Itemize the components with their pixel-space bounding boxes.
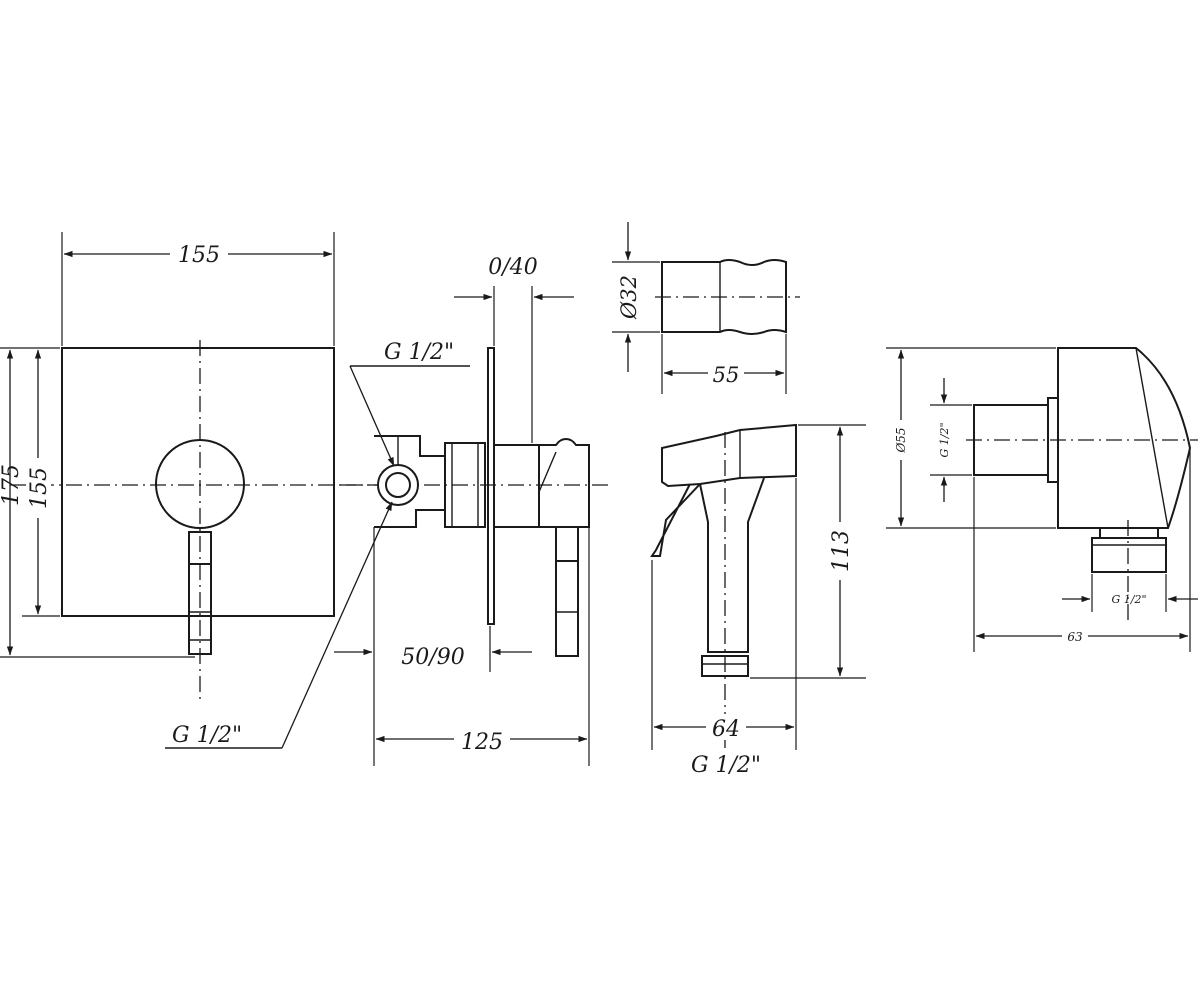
spray-width-dim: 64 <box>712 717 740 742</box>
holder-length-dim-bg <box>708 360 744 386</box>
front-view: 155 175 155 <box>0 232 395 700</box>
side-lever-collar <box>555 526 579 562</box>
length-dim: 125 <box>461 730 503 755</box>
inlet-leader <box>281 501 393 749</box>
lever-handle <box>188 563 212 655</box>
elbow-top-thread-label: G 1/2" <box>938 422 951 457</box>
holder-body <box>661 259 787 335</box>
elbow-face <box>1135 347 1169 529</box>
valve-spindle <box>444 442 486 528</box>
holder-view: Ø32 55 <box>612 222 800 394</box>
elbow-body <box>1057 347 1192 529</box>
front-inner-height-dim: 155 <box>27 467 52 509</box>
depth-range-dim: 50/90 <box>401 645 464 670</box>
handle-head <box>538 437 590 528</box>
handle-head-cut <box>538 451 557 493</box>
front-width-dim: 155 <box>178 243 220 268</box>
wall-elbow-view: Ø55 G 1/2" G 1/2" 63 <box>886 347 1198 652</box>
inlet-port-outer <box>377 464 419 506</box>
cover-plate <box>61 347 335 617</box>
spray-head-handle <box>699 477 765 653</box>
spray-thread-label: G 1/2" <box>691 753 761 778</box>
elbow-dia-dim-bg <box>893 420 909 460</box>
spray-height-dim-bg <box>828 522 852 580</box>
elbow-bottom-thread <box>1091 537 1167 573</box>
front-inner-height-dim-bg <box>27 458 51 518</box>
handle-knob <box>155 439 245 529</box>
spray-height-dim: 113 <box>829 530 854 572</box>
holder-diameter-dim: Ø32 <box>617 275 641 320</box>
spray-head-view: 113 64 G 1/2" <box>650 423 866 778</box>
spray-head-trigger <box>650 483 701 557</box>
side-lever-handle <box>555 560 579 657</box>
elbow-bottom-base <box>1099 527 1159 539</box>
outlet-label: G 1/2" <box>384 340 454 365</box>
elbow-diameter-dim: Ø55 <box>894 427 908 453</box>
spray-head-barrel <box>661 423 797 488</box>
outlet-leader <box>349 365 395 467</box>
elbow-length-dim: 63 <box>1067 630 1083 644</box>
elbow-length-dim-bg <box>1062 628 1088 644</box>
side-view: G 1/2" 0/40 50/90 125 G 1/2" <box>165 255 610 766</box>
front-outer-height-dim: 175 <box>0 464 24 506</box>
escutcheon-sleeve <box>493 444 540 528</box>
spray-width-dim-bg <box>706 714 746 740</box>
front-width-dim-bg <box>170 238 228 266</box>
adjust-range-dim: 0/40 <box>488 255 537 280</box>
inlet-port-inner <box>385 472 411 498</box>
holder-length-dim: 55 <box>713 363 740 387</box>
length-dim-bg <box>454 725 510 751</box>
elbow-bottom-thread-label: G 1/2" <box>1111 593 1146 606</box>
inlet-label: G 1/2" <box>172 723 242 748</box>
